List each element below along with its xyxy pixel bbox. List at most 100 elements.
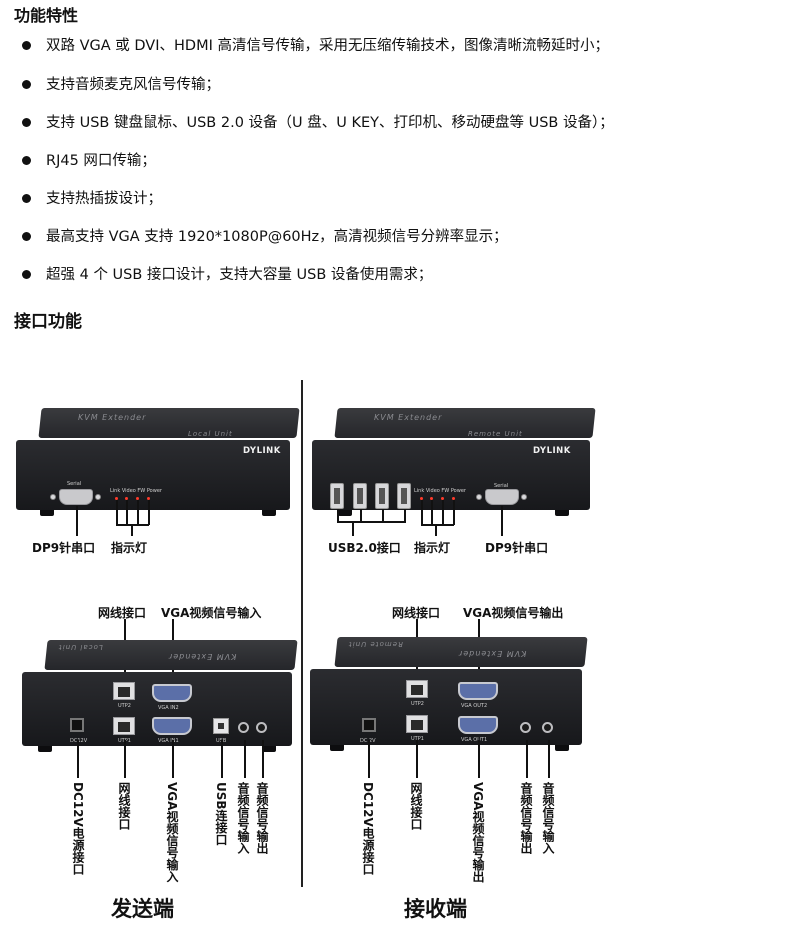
callout-line [124, 740, 126, 778]
rj45-port-utp2 [406, 680, 428, 698]
callout-line [421, 500, 423, 525]
port-tag: DC 2V [360, 738, 376, 744]
unit-label-engraving: Remote Unit [348, 640, 403, 648]
usb-a-port [330, 483, 344, 509]
callout-line [126, 500, 128, 525]
feature-text: 支持热插拔设计； [46, 191, 162, 207]
callout-line [478, 740, 480, 778]
callout-network-top: 网线接口 [392, 606, 441, 620]
port-tag: UTP2 [411, 701, 424, 707]
callout-line [442, 500, 444, 525]
led-tags: Link Video FW Power [110, 488, 162, 494]
callout-line [501, 506, 503, 536]
callout-line [360, 509, 362, 522]
callout-line [244, 740, 246, 778]
callout-line [453, 500, 455, 525]
callout-line [116, 524, 149, 526]
callout-line [76, 506, 78, 536]
serial-port-tag: Serial [494, 483, 509, 489]
callout-line [131, 524, 133, 536]
led-tags: Link Video FW Power [414, 488, 466, 494]
callout-line [352, 521, 354, 536]
callout-network: 网线接口 [117, 782, 131, 830]
vga-port-out1 [458, 716, 498, 734]
port-tag: UTP2 [118, 703, 131, 709]
usb-a-port [397, 483, 411, 509]
led-power-icon [452, 497, 455, 500]
callout-dc-power: DC12V电源接口 [71, 782, 85, 875]
bullet-icon [22, 79, 31, 89]
feature-text: 最高支持 VGA 支持 1920*1080P@60Hz，高清视频信号分辨率显示； [46, 229, 508, 245]
callout-line [526, 740, 528, 778]
callout-line [116, 500, 118, 525]
led-fw-icon [441, 497, 444, 500]
callout-usb-link: USB连接口 [214, 782, 228, 846]
feature-item: 双路 VGA 或 DVI、HDMI 高清信号传输，采用无压缩传输技术，图像清晰流… [22, 36, 609, 56]
callout-vga-top: VGA视频信号输出 [463, 606, 564, 620]
port-tag: VGA OUT2 [461, 703, 488, 709]
callout-line [77, 740, 79, 778]
usb-a-port [353, 483, 367, 509]
bullet-icon [22, 40, 31, 50]
rj45-port-utp1 [113, 717, 135, 735]
device-name-engraving: KVM Extender [78, 413, 147, 422]
usb-b-port [213, 718, 229, 734]
callout-line [221, 740, 223, 778]
callout-serial: DP9针串口 [32, 541, 96, 555]
device-foot [38, 746, 52, 752]
bullet-icon [22, 231, 31, 241]
callout-dc-power: DC12V电源接口 [361, 782, 375, 875]
vga-port-in1 [152, 717, 192, 735]
callout-vga-top: VGA视频信号输入 [161, 606, 262, 620]
led-video-icon [125, 497, 128, 500]
screw-icon [476, 494, 482, 500]
bullet-icon [22, 193, 31, 203]
db9-serial-port [485, 489, 519, 505]
brand-logo: DYLINK [243, 446, 281, 456]
brand-logo: DYLINK [533, 446, 571, 456]
audio-out-jack [256, 722, 267, 733]
receiver-title: 接收端 [404, 897, 467, 921]
callout-leds: 指示灯 [414, 541, 451, 555]
audio-in-jack [238, 722, 249, 733]
port-tag: VGA IN1 [158, 738, 179, 744]
port-tag: VGA IN2 [158, 705, 179, 711]
callout-line [548, 740, 550, 778]
rj45-port-utp2 [113, 682, 135, 700]
ports-heading: 接口功能 [14, 312, 82, 332]
callout-line [137, 500, 139, 525]
sender-title: 发送端 [111, 897, 174, 921]
callout-line [337, 509, 339, 522]
callout-audio-in: 音频信号输入 [541, 782, 555, 854]
callout-line [404, 509, 406, 522]
vga-port-out2 [458, 682, 498, 700]
callout-line [431, 500, 433, 525]
feature-text: 双路 VGA 或 DVI、HDMI 高清信号传输，采用无压缩传输技术，图像清晰流… [46, 38, 609, 54]
callout-line [421, 524, 454, 526]
led-fw-icon [136, 497, 139, 500]
device-name-engraving: KVM Extender [458, 649, 527, 658]
device-name-engraving: KVM Extender [168, 652, 237, 661]
callout-usb: USB2.0接口 [328, 541, 401, 555]
screw-icon [95, 494, 101, 500]
led-link-icon [420, 497, 423, 500]
audio-out-jack [520, 722, 531, 733]
callout-line [148, 500, 150, 525]
db9-serial-port [59, 489, 93, 505]
callout-vga-output: VGA视频信号输出 [471, 782, 485, 883]
feature-item: 支持热插拔设计； [22, 189, 162, 209]
feature-item: RJ45 网口传输； [22, 151, 156, 171]
feature-text: 支持音频麦克风信号传输； [46, 77, 220, 93]
callout-line [435, 524, 437, 536]
screw-icon [50, 494, 56, 500]
callout-line [172, 740, 174, 778]
callout-leds: 指示灯 [111, 541, 148, 555]
callout-line [382, 509, 384, 522]
audio-in-jack [542, 722, 553, 733]
callout-serial: DP9针串口 [485, 541, 549, 555]
callout-vga-input: VGA视频信号输入 [165, 782, 179, 883]
led-link-icon [115, 497, 118, 500]
port-tag: VGA OUT1 [461, 737, 488, 743]
device-foot [555, 745, 569, 751]
feature-item: 支持音频麦克风信号传输； [22, 75, 220, 95]
